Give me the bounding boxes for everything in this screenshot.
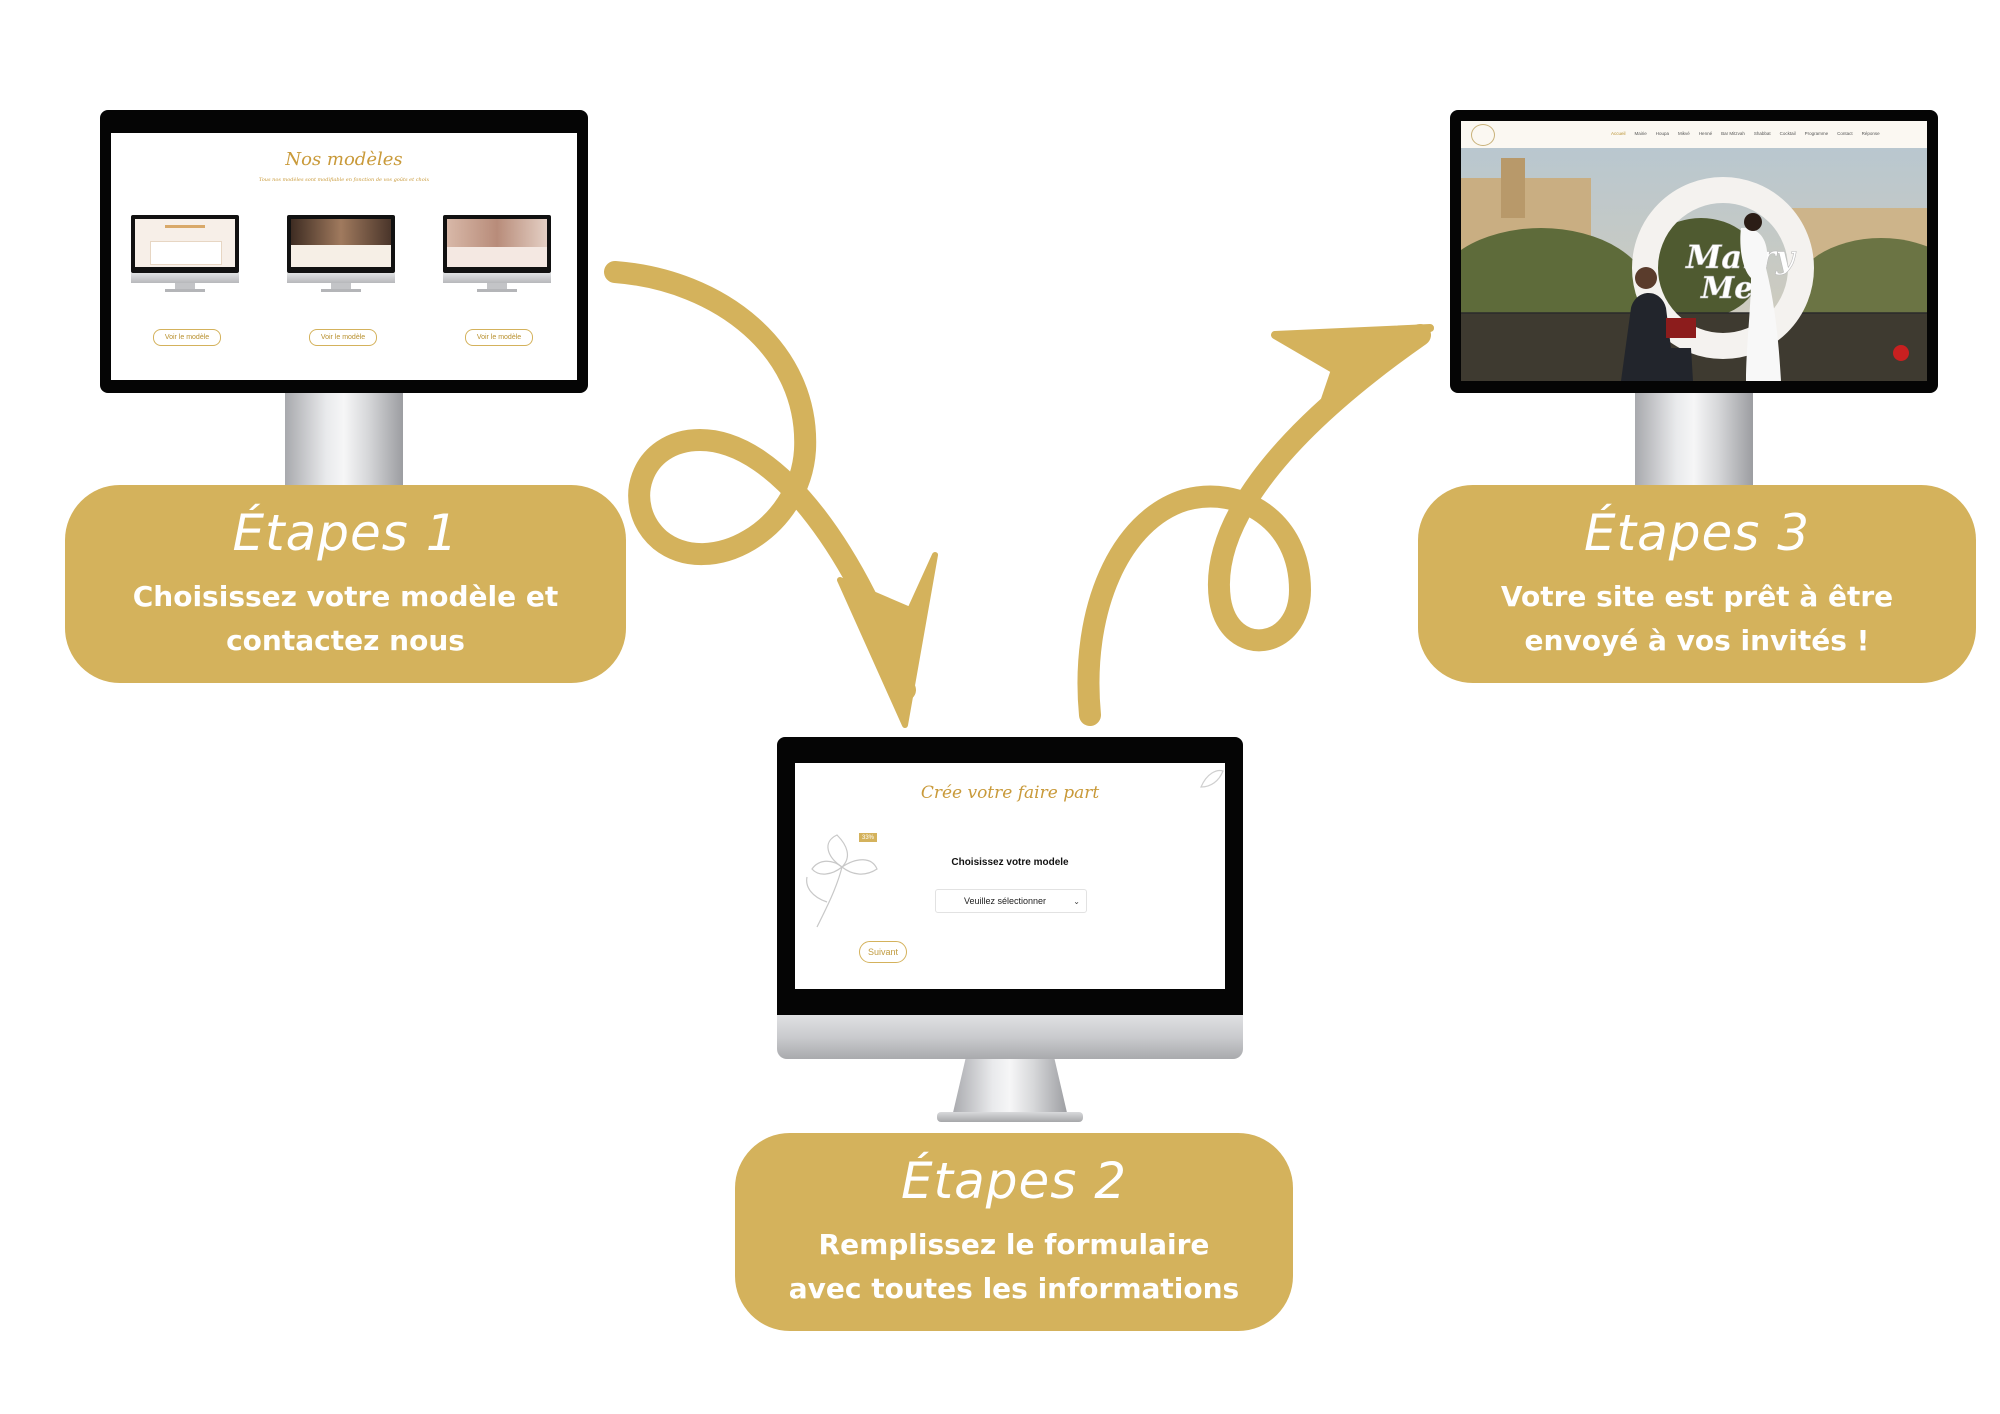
site-navbar: Accueil Mairie Houpa Mikvé Henné Bar Mit… [1461,121,1927,148]
nav-item[interactable]: Contact [1837,131,1853,136]
leaf-illustration [1200,769,1224,788]
screen-final-site: Accueil Mairie Houpa Mikvé Henné Bar Mit… [1461,121,1927,381]
monitor-chin [777,1013,1243,1059]
nav-item[interactable]: Programme [1804,131,1829,136]
step-2-card: Étapes 2 Remplissez le formulaire avec t… [735,1133,1293,1331]
step-3-description-line-2: envoyé à vos invités ! [1524,623,1870,657]
step-1-description: Choisissez votre modèle et contactez nou… [133,575,559,663]
arrowhead-step2 [837,552,938,728]
nav-item[interactable]: Henné [1698,131,1713,136]
model-select-value: Veuillez sélectionner [964,896,1047,906]
nav-item[interactable]: Cocktail [1779,131,1796,136]
nav-item[interactable]: Shabbat [1753,131,1771,136]
chevron-down-icon: ⌄ [1073,896,1080,906]
view-model-button-3[interactable]: Voir le modèle [465,329,533,346]
arrow-step2-to-step3 [1077,324,1431,726]
monitor-step-3: Accueil Mairie Houpa Mikvé Henné Bar Mit… [1450,110,1938,485]
view-model-button-2[interactable]: Voir le modèle [309,329,377,346]
step-3-description: Votre site est prêt à être envoyé à vos … [1501,575,1893,663]
step-1-description-line-1: Choisissez votre modèle et [132,579,559,613]
flower-illustration [806,834,878,928]
step-1-title: Étapes 1 [232,503,459,562]
nav-item[interactable]: Bar Mitzvah [1721,131,1745,136]
step-1-card: Étapes 1 Choisissez votre modèle et cont… [65,485,626,683]
step-2-title: Étapes 2 [900,1151,1128,1210]
hero-proposal-photo: Marry Me [1461,148,1927,381]
step-3-title: Étapes 3 [1583,503,1811,562]
step-2-description: Remplissez le formulaire avec toutes les… [789,1223,1239,1311]
monitor-stand-foot [937,1112,1083,1122]
step-2-description-line-1: Remplissez le formulaire [818,1227,1210,1261]
step-3-description-line-1: Votre site est prêt à être [1500,579,1894,613]
site-nav-items: Accueil Mairie Houpa Mikvé Henné Bar Mit… [1611,131,1880,136]
step-2-description-line-2: avec toutes les informations [788,1271,1240,1305]
models-heading: Nos modèles [285,149,403,170]
form-heading: Crée votre faire part [920,783,1100,803]
monitor-step-2: Crée votre faire part 33% Choisissez vot… [777,737,1243,1129]
progress-badge: 33% [859,833,877,842]
monitor-step-1: Nos modèles Tous nos modèles sont modifi… [100,110,588,485]
arrow-step1-to-step2 [604,261,916,701]
step-3-card: Étapes 3 Votre site est prêt à être envo… [1418,485,1976,683]
site-logo [1471,124,1495,146]
model-select[interactable]: Veuillez sélectionner ⌄ [935,889,1087,913]
step-1-description-line-2: contactez nous [226,623,465,657]
nav-item[interactable]: Houpa [1655,131,1670,136]
nav-item[interactable]: Mairie [1634,131,1647,136]
screen-models-page: Nos modèles Tous nos modèles sont modifi… [111,133,577,380]
monitor-stand-neck [285,390,403,485]
svg-text:Me: Me [1700,271,1753,306]
models-subheading: Tous nos modèles sont modifiable en fonc… [258,177,430,183]
nav-item[interactable]: Réponse [1861,131,1880,136]
view-model-button-1[interactable]: Voir le modèle [153,329,221,346]
monitor-stand-neck [1635,390,1753,485]
monitor-stand-neck [952,1057,1068,1117]
screen-form-page: Crée votre faire part 33% Choisissez vot… [795,763,1225,989]
next-button[interactable]: Suivant [859,941,907,963]
arrowhead-step3 [1271,324,1434,424]
nav-item[interactable]: Mikvé [1678,131,1690,136]
nav-item[interactable]: Accueil [1611,131,1626,136]
choose-model-label: Choisissez votre modele [951,857,1069,868]
